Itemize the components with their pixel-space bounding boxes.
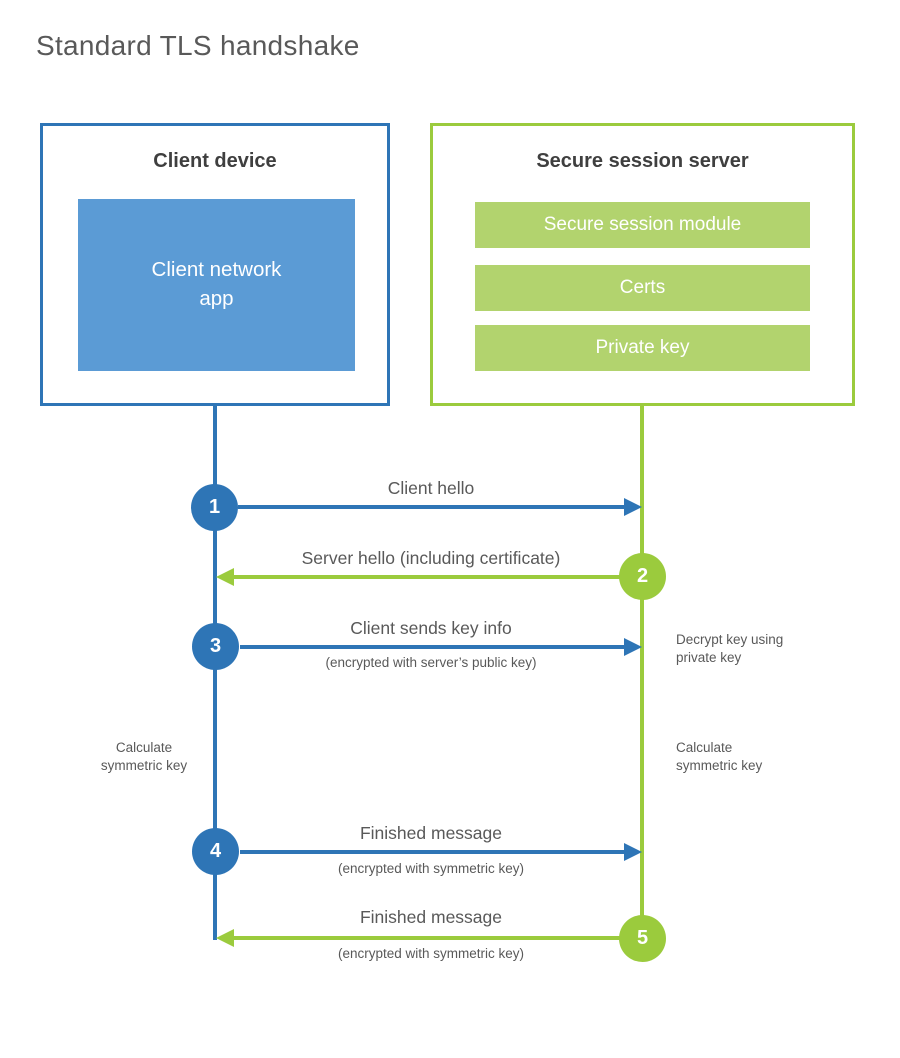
arrowhead-left-icon [216, 568, 234, 586]
step3-arrow-line [240, 645, 624, 649]
step5-arrow-line [234, 936, 622, 940]
step2-arrow-line [234, 575, 622, 579]
step4-arrow-line [240, 850, 624, 854]
step5-badge: 5 [619, 915, 666, 962]
step2-label: Server hello (including certificate) [301, 548, 561, 568]
step4-badge: 4 [192, 828, 239, 875]
client-lifeline [213, 406, 217, 940]
step5-sublabel: (encrypted with symmetric key) [337, 946, 525, 961]
arrowhead-right-icon [624, 498, 642, 516]
calculate-symmetric-key-note-client: Calculate symmetric key [100, 740, 188, 773]
step4-label: Finished message [359, 823, 503, 843]
client-device-title: Client device [153, 150, 277, 172]
server-lifeline [640, 406, 644, 940]
step4-sublabel: (encrypted with symmetric key) [337, 861, 525, 876]
step3-badge: 3 [192, 623, 239, 670]
step2-badge: 2 [619, 553, 666, 600]
step5-label: Finished message [359, 907, 503, 927]
decrypt-key-note: Decrypt key using private key [676, 632, 784, 665]
arrowhead-left-icon [216, 929, 234, 947]
server-module-private-key: Private key [475, 325, 810, 371]
calculate-symmetric-key-note-server: Calculate symmetric key [676, 740, 763, 773]
step3-sublabel: (encrypted with server’s public key) [325, 655, 537, 670]
step1-label: Client hello [387, 478, 475, 498]
server-module-certs: Certs [475, 265, 810, 311]
step3-label: Client sends key info [350, 618, 512, 638]
step1-badge: 1 [191, 484, 238, 531]
arrowhead-right-icon [624, 843, 642, 861]
secure-session-server-box: Secure session server Secure session mod… [430, 123, 855, 406]
server-module-secure-session: Secure session module [475, 202, 810, 248]
arrowhead-right-icon [624, 638, 642, 656]
page-title: Standard TLS handshake [36, 30, 360, 61]
server-title: Secure session server [536, 150, 749, 172]
step1-arrow-line [238, 505, 626, 509]
